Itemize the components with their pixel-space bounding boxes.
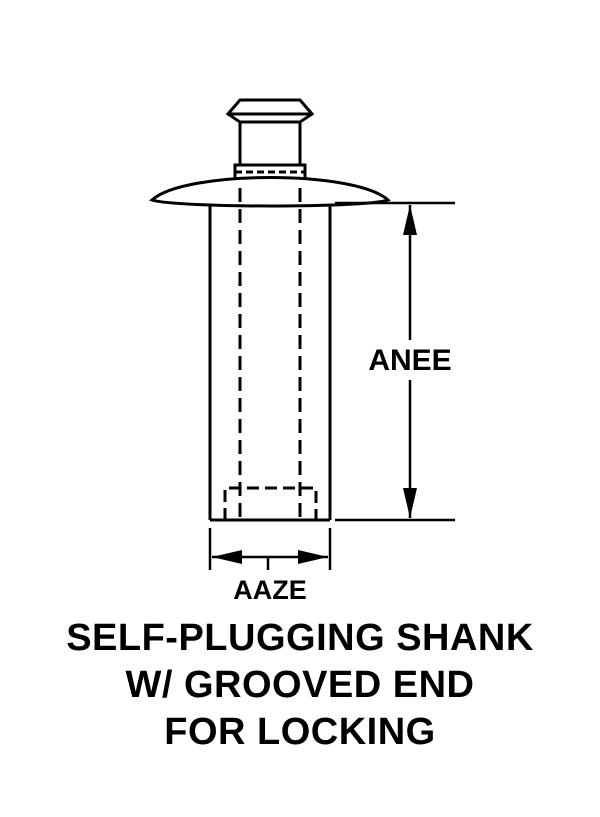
hidden-bore [238,188,302,520]
dome-head [149,176,391,208]
length-label: ANEE [368,344,451,377]
arrow-right [298,550,328,564]
diameter-label: AAZE [233,575,307,605]
shank-body [208,205,332,522]
arrow-up [403,205,417,235]
caption-line-3: FOR LOCKING [164,711,436,753]
caption-line-2: W/ GROOVED END [125,664,475,706]
arrow-left [212,550,242,564]
diameter-dimension [208,528,332,570]
grooved-knob [225,98,315,167]
arrow-down [403,488,417,518]
caption-line-1: SELF-PLUGGING SHANK [66,617,534,659]
hidden-groove [223,486,318,520]
